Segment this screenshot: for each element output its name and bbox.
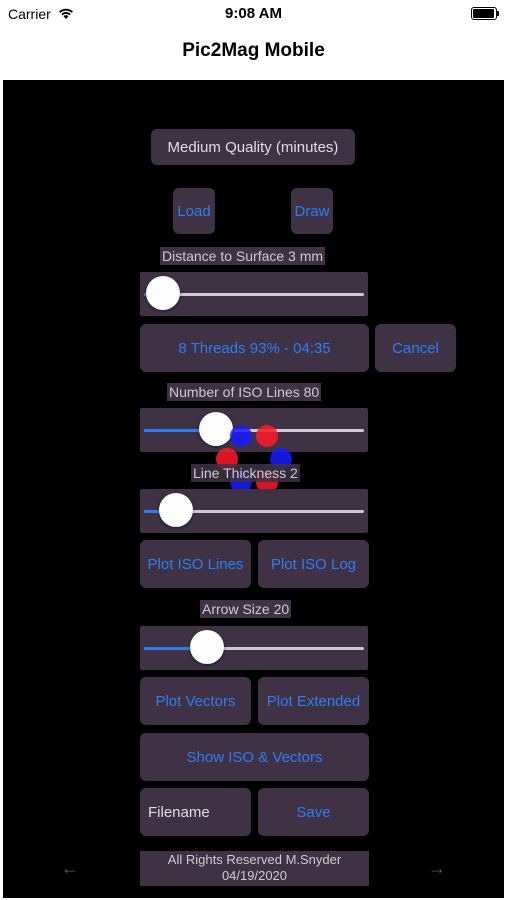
arrow-size-label: Arrow Size 20 [200, 600, 292, 618]
iso-lines-slider[interactable] [140, 408, 368, 452]
plot-iso-log-button[interactable]: Plot ISO Log [258, 540, 369, 588]
distance-label: Distance to Surface 3 mm [160, 247, 326, 265]
load-button[interactable]: Load [173, 188, 215, 234]
copyright-date: 04/19/2020 [221, 868, 288, 883]
iso-lines-label: Number of ISO Lines 80 [167, 383, 322, 401]
plot-vectors-button[interactable]: Plot Vectors [140, 677, 251, 725]
save-button[interactable]: Save [258, 788, 369, 836]
line-thickness-label: Line Thickness 2 [191, 464, 300, 482]
threads-button[interactable]: 8 Threads 93% - 04:35 [140, 324, 369, 372]
cancel-button[interactable]: Cancel [375, 324, 456, 372]
status-time: 9:08 AM [225, 5, 282, 22]
line-thickness-slider[interactable] [140, 489, 368, 533]
page-title: Pic2Mag Mobile [182, 40, 325, 61]
forward-arrow-icon[interactable]: → [428, 858, 446, 878]
slider-thumb[interactable] [190, 630, 224, 664]
spinner-dot [230, 425, 252, 447]
distance-slider[interactable] [140, 272, 368, 316]
quality-button[interactable]: Medium Quality (minutes) [151, 129, 355, 165]
slider-thumb[interactable] [199, 412, 233, 446]
copyright-line: All Rights Reserved M.Snyder [167, 852, 342, 867]
filename-field[interactable]: Filename [140, 788, 251, 836]
footer-copyright: All Rights Reserved M.Snyder 04/19/2020 [140, 851, 369, 886]
main-panel: Medium Quality (minutes) Load Draw Dista… [3, 80, 504, 898]
spinner-dot [256, 425, 278, 447]
arrow-size-slider[interactable] [140, 626, 368, 670]
battery-icon [471, 7, 499, 20]
back-arrow-icon[interactable]: ← [61, 858, 79, 878]
draw-button[interactable]: Draw [291, 188, 333, 234]
wifi-icon [58, 8, 73, 19]
carrier-label: Carrier [8, 6, 74, 22]
plot-iso-lines-button[interactable]: Plot ISO Lines [140, 540, 251, 588]
status-bar: Carrier 9:08 AM [0, 0, 507, 28]
show-iso-vectors-button[interactable]: Show ISO & Vectors [140, 733, 369, 781]
slider-thumb[interactable] [146, 276, 180, 310]
slider-thumb[interactable] [159, 493, 193, 527]
plot-extended-button[interactable]: Plot Extended [258, 677, 369, 725]
